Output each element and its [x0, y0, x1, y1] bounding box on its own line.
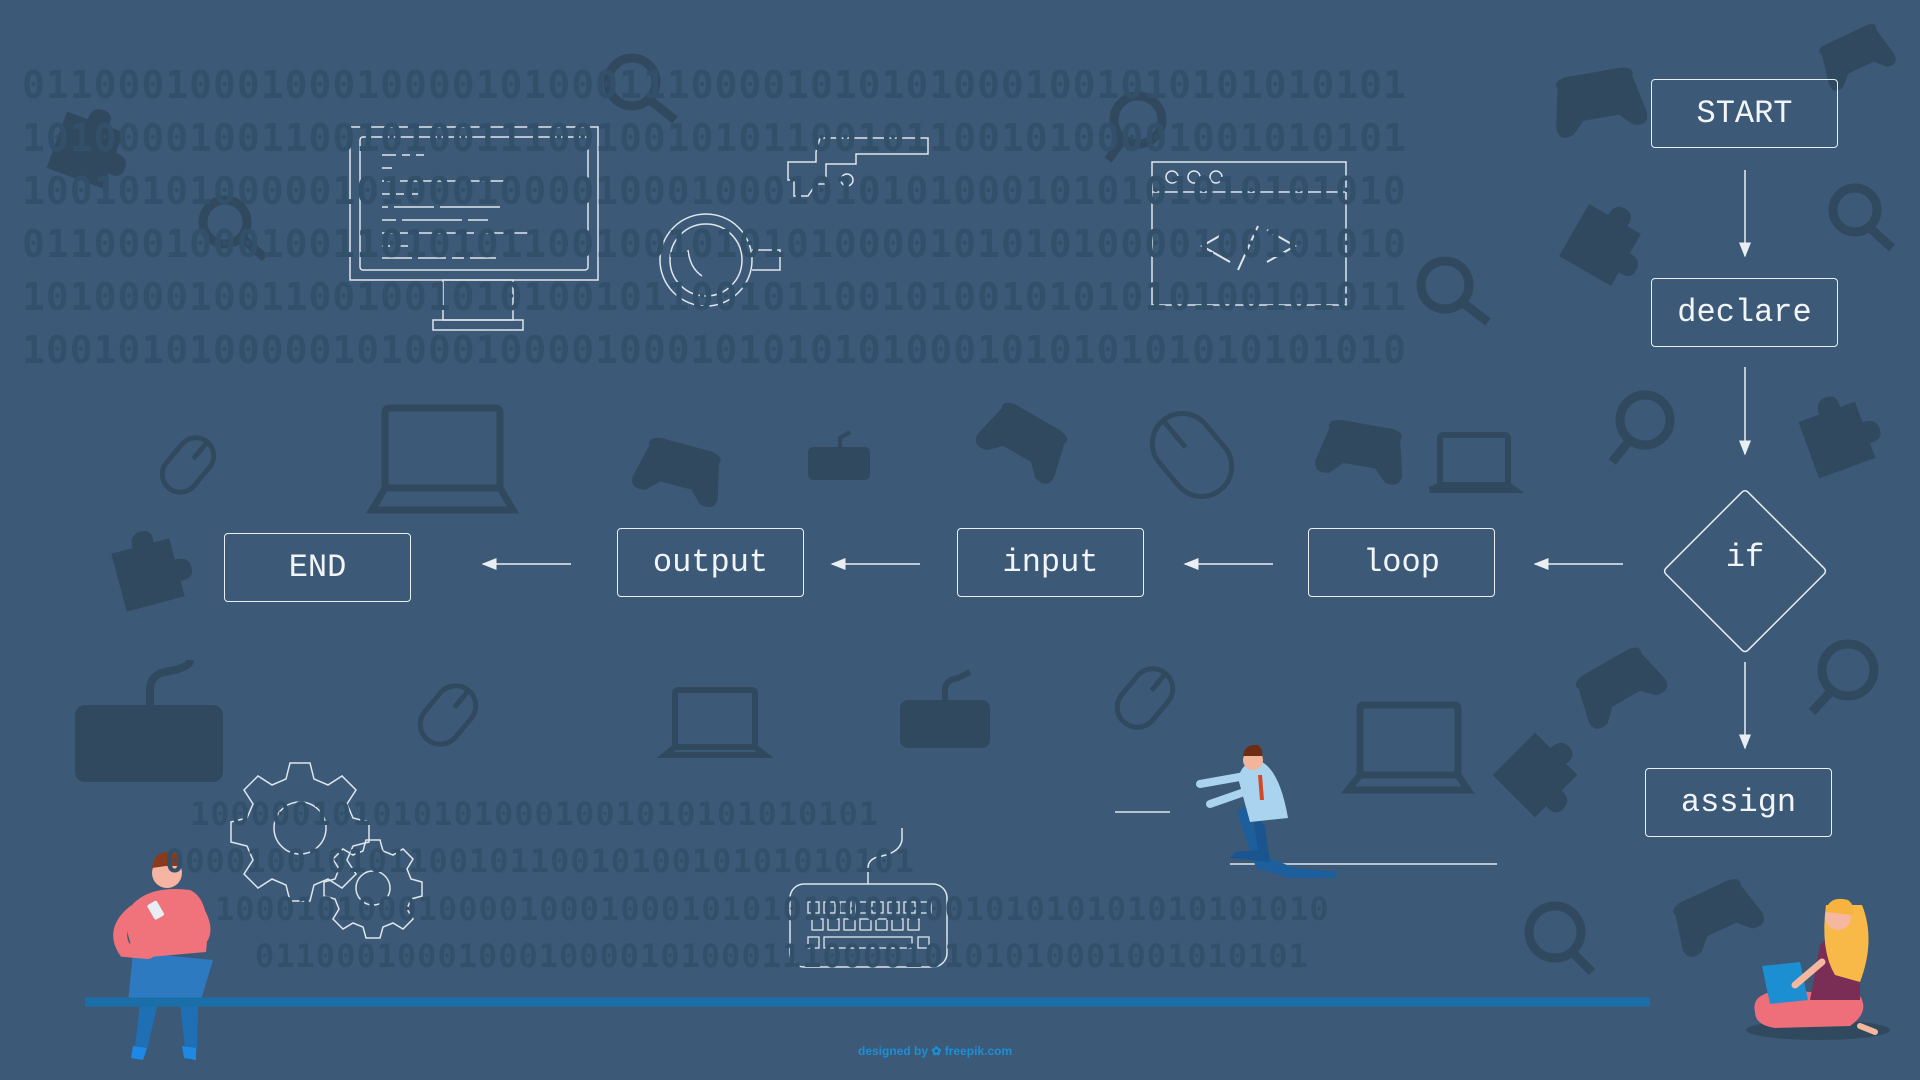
mouse-icon: [1149, 411, 1235, 499]
person-with-laptop: [1746, 898, 1890, 1040]
mouse-icon: [417, 683, 479, 747]
cable-icon: [787, 137, 929, 197]
binary-row: 1001010100000101000100001000100010101010…: [22, 169, 1407, 213]
puzzle-icon: [1798, 396, 1881, 479]
gamepad-icon: [1555, 67, 1648, 138]
person-running: [1196, 744, 1338, 878]
freepik-logo-icon: ✿: [931, 1044, 942, 1058]
coffee-cup-icon: [659, 213, 781, 307]
laptop-icon: [365, 404, 520, 514]
monitor-icon: [349, 126, 599, 331]
gear-icon: [230, 762, 370, 902]
node-end: END: [224, 533, 411, 602]
laptop-icon: [656, 687, 774, 758]
puzzle-icon: [1559, 204, 1641, 286]
gamepad-icon: [632, 437, 721, 508]
lineart-icons: [230, 126, 1497, 968]
binary-row: 1010000100110010100111001001010110010110…: [22, 116, 1407, 160]
binary-row: 0110001000100010000101000111000010101010…: [255, 937, 1309, 975]
binary-row: 1000101000100001000100010101010001000101…: [215, 890, 1330, 928]
mouse-icon: [159, 435, 217, 495]
gamepad-icon: [1673, 879, 1765, 957]
laptop-icon: [1428, 432, 1525, 493]
magnifier-icon: [1416, 256, 1491, 326]
gamepad-icon: [1315, 419, 1403, 485]
background-outlines: [159, 53, 1896, 976]
binary-row: 0110001000100110101011001001010101000010…: [22, 222, 1407, 266]
puzzle-icon: [1492, 732, 1578, 818]
gamepad-icon: [1819, 23, 1896, 91]
magnifier-icon: [1104, 91, 1167, 163]
keyboard-icon: [808, 430, 870, 480]
person-sitting-phone: [113, 851, 213, 1060]
binary-row: 1001010100000101000100001000101010101000…: [22, 328, 1407, 372]
flow-arrows: [481, 170, 1827, 750]
keyboard-icon: [75, 659, 223, 782]
puzzle-icon: [46, 109, 126, 189]
node-if-label: if: [1725, 539, 1765, 576]
binary-row: 1000001010101010001001010101010101: [190, 795, 880, 833]
gear-icon: [323, 839, 423, 939]
magnifier-icon: [1808, 639, 1879, 716]
credit-text: designed by ✿ freepik.com: [858, 1044, 1012, 1058]
if-diamond: [1663, 490, 1827, 653]
credit-prefix: designed by: [858, 1044, 929, 1058]
node-start: START: [1651, 79, 1838, 148]
node-declare: declare: [1651, 278, 1838, 347]
code-window-icon: [1151, 161, 1347, 306]
magnifier-icon: [1608, 390, 1675, 465]
keyboard-icon: [789, 828, 948, 968]
node-input: input: [957, 528, 1144, 597]
binary-row: 0000100101011001011001010010101010101: [165, 842, 915, 880]
background-silhouettes: [46, 23, 1896, 957]
magnifier-icon: [603, 53, 678, 124]
node-loop: loop: [1308, 528, 1495, 597]
magnifier-icon: [1524, 901, 1596, 976]
mouse-icon: [1114, 666, 1176, 730]
binary-row: 1010000100110010010101001011001011001010…: [22, 275, 1407, 319]
laptop-icon: [1340, 701, 1475, 794]
binary-row: 0110001000100010000101000111000010101010…: [22, 63, 1407, 107]
gamepad-icon: [975, 402, 1068, 484]
gamepad-icon: [1575, 647, 1668, 729]
node-assign: assign: [1645, 768, 1832, 837]
magnifier-icon: [198, 195, 268, 262]
keyboard-icon: [900, 669, 990, 748]
puzzle-icon: [111, 530, 193, 612]
magnifier-icon: [1828, 183, 1896, 252]
node-output: output: [617, 528, 804, 597]
credit-brand[interactable]: freepik.com: [944, 1044, 1013, 1058]
